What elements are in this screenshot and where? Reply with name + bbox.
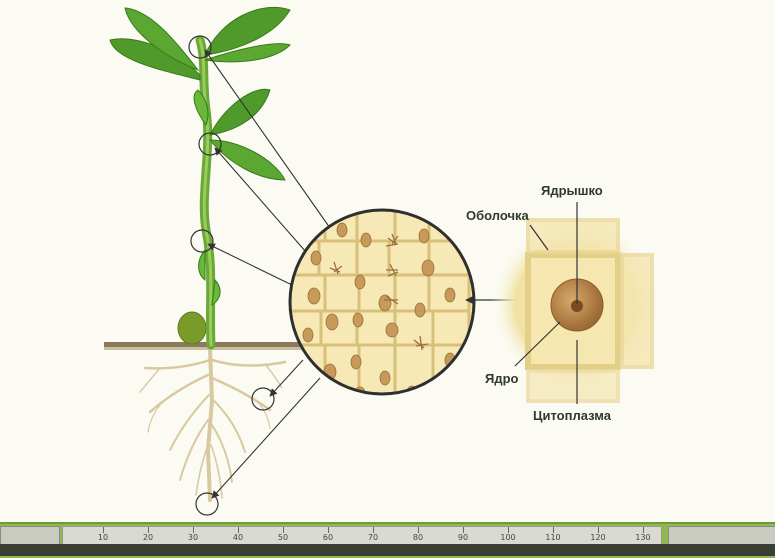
label-cytoplasm: Цитоплазма — [533, 408, 611, 423]
ruler-tick — [418, 527, 419, 533]
ruler-tick-label: 60 — [322, 533, 334, 542]
ruler-tick — [193, 527, 194, 533]
ruler-tick-label: 110 — [545, 533, 561, 542]
cotyledon — [177, 311, 207, 345]
label-nucleus: Ядро — [485, 371, 519, 386]
callout-lines — [514, 202, 578, 404]
ruler-tick — [373, 527, 374, 533]
ruler-tick-label: 130 — [635, 533, 651, 542]
magnifier-circle-icon — [198, 132, 222, 156]
magnifier-circle-icon — [188, 35, 212, 59]
ruler-tick-label: 100 — [500, 533, 516, 542]
plant-stem — [195, 35, 216, 350]
cell-nucleolus — [571, 300, 583, 312]
horizontal-ruler[interactable]: 10 20 30 40 50 60 70 80 90 100 110 120 130 — [62, 526, 662, 546]
label-membrane: Оболочка — [466, 208, 529, 223]
locator-circles — [188, 35, 275, 516]
ruler-tick-label: 90 — [457, 533, 469, 542]
magnifier-circle-icon — [190, 229, 214, 253]
ruler-tick — [598, 527, 599, 533]
ruler-tick-label: 70 — [367, 533, 379, 542]
ruler-tick — [103, 527, 104, 533]
plant-leaves — [109, 6, 291, 306]
ruler-tick — [238, 527, 239, 533]
ruler-right-handle[interactable] — [668, 526, 775, 546]
ruler-tick-label: 30 — [187, 533, 199, 542]
single-cell-detail — [490, 218, 660, 403]
label-nucleolus: Ядрышко — [541, 183, 603, 198]
ruler-left-handle[interactable] — [0, 526, 60, 546]
plant-roots — [139, 348, 287, 502]
ruler-tick — [283, 527, 284, 533]
ruler-tick-label: 50 — [277, 533, 289, 542]
ruler-tick-label: 120 — [590, 533, 606, 542]
ruler-tick-label: 10 — [97, 533, 109, 542]
soil-line — [104, 342, 304, 350]
ruler-tick-label: 80 — [412, 533, 424, 542]
ruler-tick — [463, 527, 464, 533]
ruler-tick-label: 40 — [232, 533, 244, 542]
plant-cell-diagram — [104, 6, 660, 516]
ruler-tick — [148, 527, 149, 533]
ruler-tick — [553, 527, 554, 533]
ruler-tick — [508, 527, 509, 533]
ruler-tick-label: 20 — [142, 533, 154, 542]
bottom-dark-bar — [0, 544, 775, 556]
arrow-icon — [204, 49, 331, 499]
magnified-tissue — [288, 208, 476, 396]
magnifier-circle-icon — [195, 492, 219, 516]
ruler-tick — [643, 527, 644, 533]
ruler-tick — [328, 527, 329, 533]
diagram-canvas: Ядрышко Оболочка Ядро Цитоплазма — [0, 0, 775, 522]
magnifier-circle-icon — [251, 387, 275, 411]
